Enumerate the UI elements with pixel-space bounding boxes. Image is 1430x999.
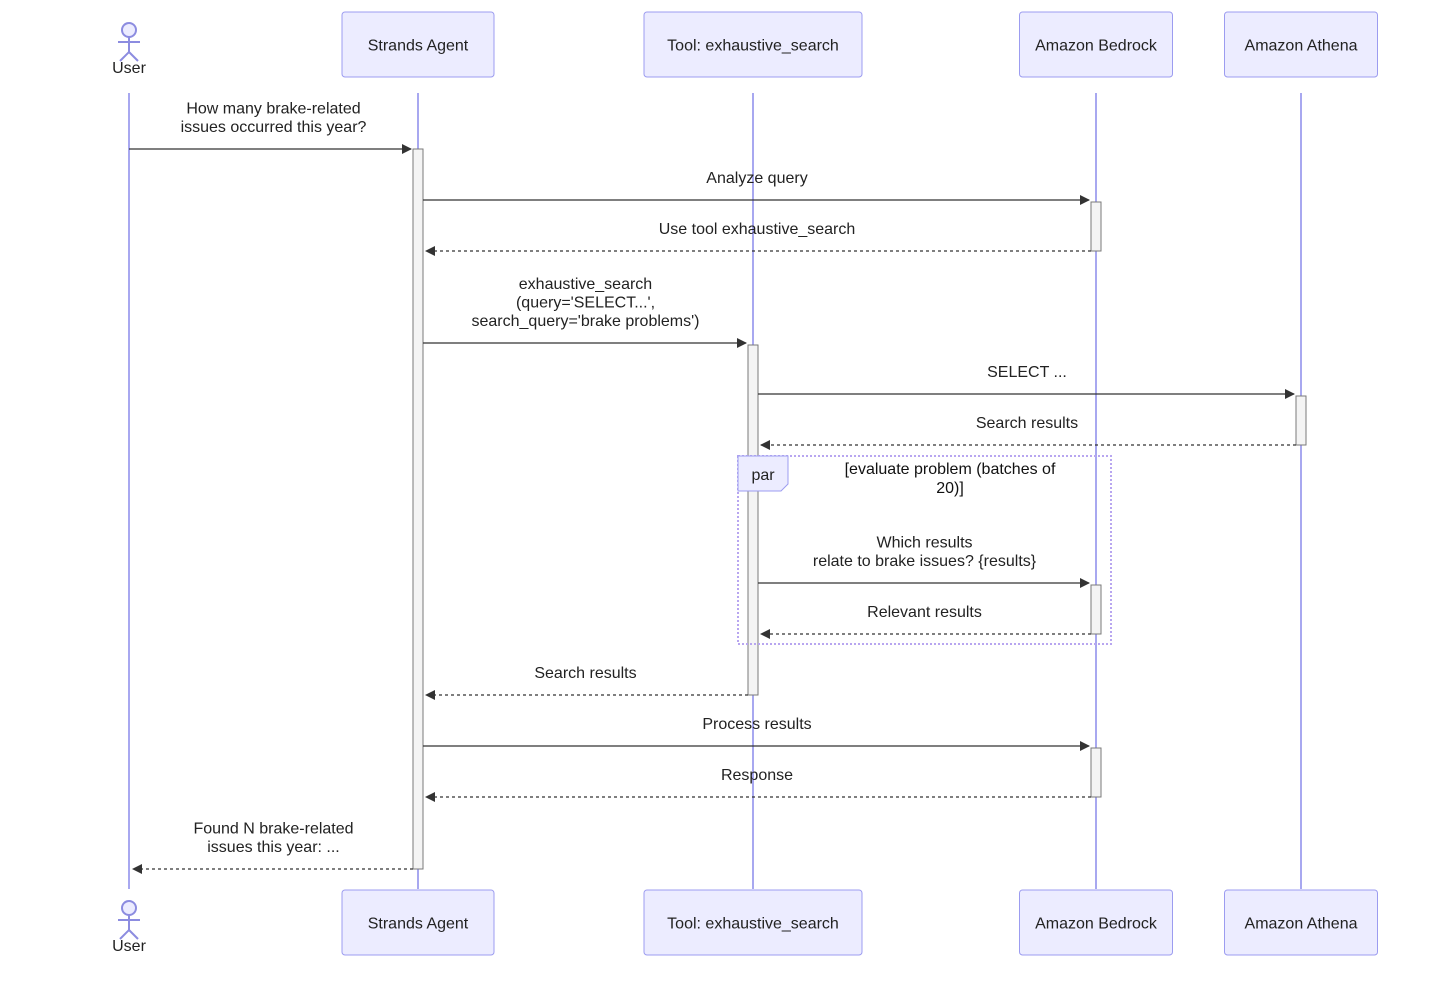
participant-bedrock-bottom: Amazon Bedrock: [1019, 889, 1173, 956]
participant-label: Tool: exhaustive_search: [667, 916, 839, 933]
participant-label: Amazon Athena: [1245, 38, 1358, 55]
message-label: issues this year: ...: [207, 839, 340, 856]
message-label: Response: [721, 767, 793, 784]
activation-bedrock: [1090, 201, 1102, 252]
activation-bedrock: [1090, 584, 1102, 635]
activation-athena: [1295, 395, 1307, 446]
participant-tool-bottom: Tool: exhaustive_search: [643, 889, 863, 956]
message-9: Search results: [425, 665, 748, 700]
participant-agent-top: Strands Agent: [341, 11, 495, 78]
message-5: SELECT ...: [758, 364, 1295, 399]
frame-condition: [evaluate problem (batches of: [845, 461, 1056, 478]
participant-tool-top: Tool: exhaustive_search: [643, 11, 863, 78]
frame-tag: [737, 455, 789, 492]
message-2: Analyze query: [423, 170, 1090, 205]
message-label: How many brake-related: [186, 101, 360, 118]
message-label: issues occurred this year?: [181, 119, 367, 136]
frame-border: [737, 455, 1112, 645]
message-10: Process results: [423, 716, 1090, 751]
participant-athena-top: Amazon Athena: [1224, 11, 1378, 78]
message-label: Relevant results: [867, 604, 982, 621]
message-label: Search results: [976, 415, 1078, 432]
message-4: exhaustive_search (query='SELECT...',sear…: [423, 276, 747, 348]
activation-tool: [747, 344, 759, 696]
activation-bars: [412, 148, 1307, 870]
message-label: Use tool exhaustive_search: [659, 221, 856, 238]
participant-label: Amazon Bedrock: [1035, 38, 1158, 55]
activation-agent: [412, 148, 424, 870]
participant-label: Tool: exhaustive_search: [667, 38, 839, 55]
message-3: Use tool exhaustive_search: [425, 221, 1091, 256]
message-label: search_query='brake problems'): [472, 313, 700, 330]
lifelines: [128, 93, 1302, 889]
message-label: (query='SELECT...',: [516, 295, 655, 312]
message-11: Response: [425, 767, 1091, 802]
message-label: exhaustive_search: [519, 276, 652, 293]
participant-label: Strands Agent: [368, 38, 469, 55]
activation-bedrock: [1090, 747, 1102, 798]
message-label: relate to brake issues? {results}: [813, 553, 1037, 570]
frame-condition: 20)]: [936, 480, 964, 497]
message-label: Search results: [534, 665, 636, 682]
participant-label: Strands Agent: [368, 916, 469, 933]
message-label: SELECT ...: [987, 364, 1067, 381]
message-8: Relevant results: [760, 604, 1091, 639]
participant-bedrock-top: Amazon Bedrock: [1019, 11, 1173, 78]
message-label: Process results: [702, 716, 811, 733]
participant-athena-bottom: Amazon Athena: [1224, 889, 1378, 956]
actor-user-bottom: User: [112, 900, 147, 955]
participant-label: Amazon Athena: [1245, 916, 1358, 933]
message-label: Found N brake-related: [193, 821, 353, 838]
participant-label: Amazon Bedrock: [1035, 916, 1158, 933]
actor-user-top: User: [112, 22, 147, 77]
actor-label: User: [112, 938, 146, 955]
message-6: Search results: [760, 415, 1296, 450]
message-label: Which results: [876, 535, 972, 552]
frame-kind-label: par: [751, 467, 775, 484]
par-frame: par [evaluate problem (batches of 20)]: [737, 455, 1112, 645]
participant-agent-bottom: Strands Agent: [341, 889, 495, 956]
actor-label: User: [112, 60, 146, 77]
message-label: Analyze query: [706, 170, 807, 187]
